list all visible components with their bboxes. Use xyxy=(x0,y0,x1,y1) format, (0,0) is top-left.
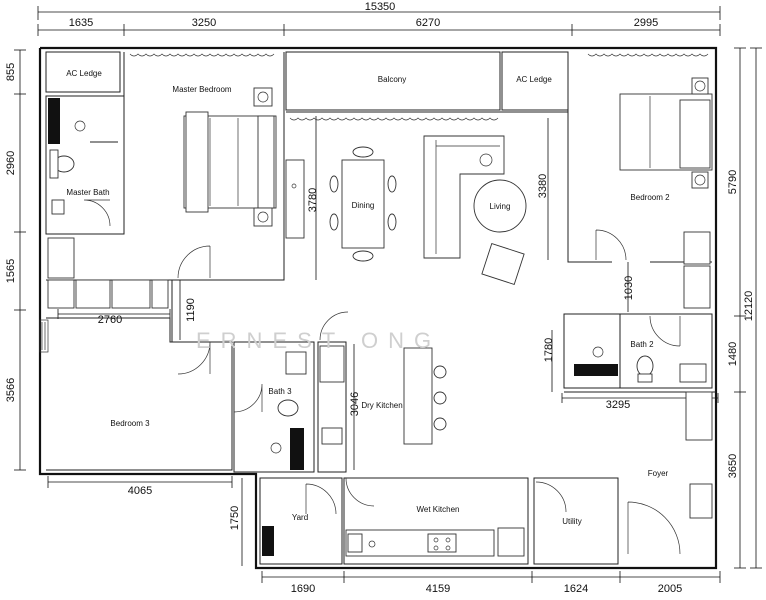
label-dry-kitchen: Dry Kitchen xyxy=(361,401,402,410)
dim-bottom-1: 1690 xyxy=(291,583,315,595)
label-bath-2: Bath 2 xyxy=(630,340,654,349)
dim-top-2: 3250 xyxy=(192,17,216,29)
label-ac-ledge-right: AC Ledge xyxy=(516,75,552,84)
label-ac-ledge-left: AC Ledge xyxy=(66,69,102,78)
dim-left-4: 3566 xyxy=(5,378,17,402)
dim-bedroom3-width: 4065 xyxy=(128,485,152,497)
label-yard: Yard xyxy=(292,513,308,522)
dim-bath2-width: 3295 xyxy=(606,399,630,411)
dim-right-4: 3650 xyxy=(727,454,739,478)
label-bath-3: Bath 3 xyxy=(268,387,292,396)
label-master-bath: Master Bath xyxy=(66,188,109,197)
dim-bottom-4: 2005 xyxy=(658,583,682,595)
dim-right-3: 1480 xyxy=(727,342,739,366)
label-dining: Dining xyxy=(352,201,375,210)
dim-dining-depth: 3780 xyxy=(307,188,319,212)
dim-left-2: 2960 xyxy=(5,151,17,175)
label-bedroom-3: Bedroom 3 xyxy=(110,419,150,428)
dim-top-3: 6270 xyxy=(416,17,440,29)
dim-corridor: 1190 xyxy=(185,298,197,322)
dim-bottom-2: 4159 xyxy=(426,583,450,595)
dim-left-3: 1565 xyxy=(5,259,17,283)
label-master-bedroom: Master Bedroom xyxy=(172,85,231,94)
dim-right-1: 5790 xyxy=(727,170,739,194)
label-living: Living xyxy=(490,202,511,211)
label-utility: Utility xyxy=(562,517,582,526)
doors xyxy=(83,199,681,555)
dim-top-total: 15350 xyxy=(365,1,396,13)
label-foyer: Foyer xyxy=(648,469,669,478)
label-wet-kitchen: Wet Kitchen xyxy=(417,505,460,514)
dim-bottom-3: 1624 xyxy=(564,583,588,595)
dim-bath2-height: 1780 xyxy=(543,338,555,362)
curtains xyxy=(39,53,709,353)
dim-top-1: 1635 xyxy=(69,17,93,29)
label-balcony: Balcony xyxy=(378,75,406,84)
watermark: ERNEST ONG xyxy=(196,328,441,353)
dim-master-bed-width: 2760 xyxy=(98,314,122,326)
dim-top-4: 2995 xyxy=(634,17,658,29)
dim-left-1: 855 xyxy=(5,63,17,81)
dim-right-2: 12120 xyxy=(743,291,755,322)
dim-living-depth: 3380 xyxy=(537,174,549,198)
label-bedroom-2: Bedroom 2 xyxy=(630,193,670,202)
furniture xyxy=(47,77,713,557)
dim-yard-height: 1750 xyxy=(229,506,241,530)
dim-bed2-gap: 1030 xyxy=(623,276,635,300)
dim-kitchen-depth: 3046 xyxy=(349,392,361,416)
